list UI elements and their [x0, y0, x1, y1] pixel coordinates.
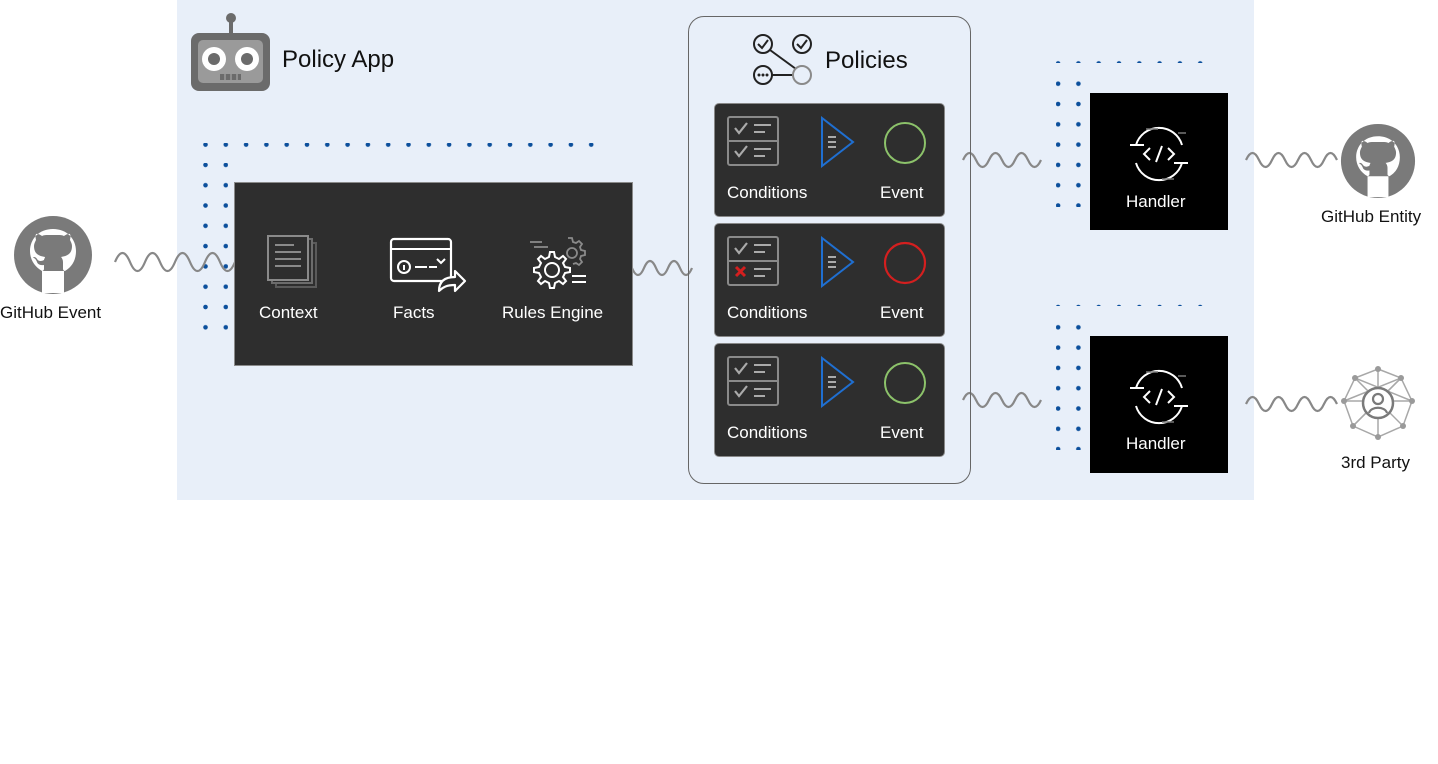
- facts-card-icon: [389, 237, 467, 295]
- gears-icon: [528, 234, 590, 292]
- checklist-icon: [727, 116, 781, 168]
- pipeline-step-rules-engine: Rules Engine: [502, 303, 604, 322]
- policies-container: [688, 16, 971, 484]
- conditions-label: Conditions: [727, 303, 808, 322]
- pipeline-step-facts: Facts: [393, 303, 435, 322]
- app-title: Policy App: [282, 46, 395, 73]
- document-stack-icon: [266, 235, 318, 289]
- code-handler-icon: [1128, 366, 1190, 428]
- checklist-icon: [727, 236, 781, 288]
- conditions-label: Conditions: [727, 423, 808, 442]
- target-label-3rd-party: 3rd Party: [1341, 453, 1410, 472]
- play-arrow-icon: [820, 236, 856, 288]
- play-arrow-icon: [820, 116, 856, 168]
- github-icon: [13, 215, 93, 295]
- play-arrow-icon: [820, 356, 856, 408]
- event-status-icon: [883, 121, 927, 165]
- event-label: Event: [880, 303, 924, 322]
- policy-flow-icon: [752, 33, 814, 87]
- handler-label: Handler: [1126, 192, 1186, 211]
- handler-box: [1090, 93, 1228, 230]
- source-label: GitHub Event: [0, 303, 102, 322]
- code-handler-icon: [1128, 123, 1190, 185]
- target-label-github-entity: GitHub Entity: [1321, 207, 1422, 226]
- event-label: Event: [880, 423, 924, 442]
- pipeline-step-context: Context: [259, 303, 318, 322]
- event-status-icon: [883, 241, 927, 285]
- event-status-icon: [883, 361, 927, 405]
- handler-label: Handler: [1126, 434, 1186, 453]
- network-person-icon: [1341, 366, 1415, 440]
- github-icon: [1340, 123, 1416, 199]
- policies-title: Policies: [825, 47, 908, 74]
- event-label: Event: [880, 183, 924, 202]
- checklist-icon: [727, 356, 781, 408]
- robot-icon: [190, 13, 272, 93]
- handler-box: [1090, 336, 1228, 473]
- conditions-label: Conditions: [727, 183, 808, 202]
